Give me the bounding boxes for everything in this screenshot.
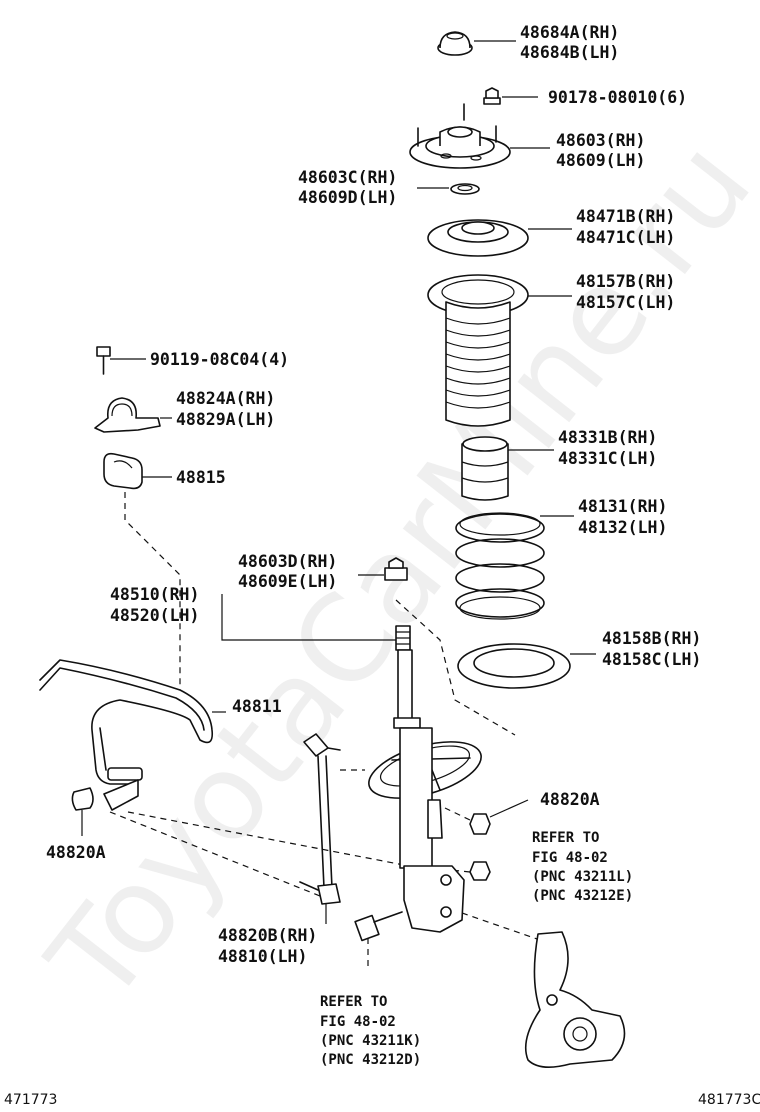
label-upper-seat-lh: 48471C(LH) (576, 228, 675, 247)
nut-top-part (483, 87, 501, 105)
label-bracket-rh: 48824A(RH) (176, 389, 275, 408)
label-nut-top: 90178-08010(6) (548, 88, 687, 107)
cap-part (437, 31, 473, 56)
refer-right-line-3: (PNC 43211L) (532, 869, 633, 885)
link-nut-left-part (71, 787, 94, 811)
label-support-lh: 48609(LH) (556, 151, 645, 170)
label-link-nut-right: 48820A (540, 790, 600, 809)
label-bearing-rh: 48603C(RH) (298, 168, 397, 187)
label-spring-rh: 48131(RH) (578, 497, 667, 516)
label-stabilizer-bar: 48811 (232, 697, 282, 716)
label-link-lh: 48810(LH) (218, 947, 307, 966)
label-link-rh: 48820B(RH) (218, 926, 317, 945)
refer-bottom-line-3: (PNC 43211K) (320, 1033, 421, 1049)
refer-note-bottom: REFER TO FIG 48-02 (PNC 43211K) (PNC 432… (320, 994, 421, 1068)
guide-lines (109, 492, 541, 970)
refer-right-line-4: (PNC 43212E) (532, 888, 633, 904)
link-nut-right-part (469, 813, 491, 835)
refer-bottom-line-2: FIG 48-02 (320, 1014, 396, 1030)
footer-right-code: 481773C (698, 1092, 760, 1108)
bearing-part (450, 183, 480, 195)
label-bearing-lh: 48609D(LH) (298, 188, 397, 207)
leader-absorber (221, 594, 396, 641)
labels: 48684A(RH) 48684B(LH) 90178-08010(6) 486… (46, 23, 701, 966)
label-bracket-lh: 48829A(LH) (176, 410, 275, 429)
spring-part (455, 512, 545, 620)
label-boot-lh: 48157C(LH) (576, 293, 675, 312)
label-lower-insulator-lh: 48158C(LH) (602, 650, 701, 669)
bolt-part (96, 346, 111, 375)
lower-insulator-part (457, 643, 571, 689)
strut-bolt-part (354, 911, 403, 942)
leader-link-nut-right (489, 799, 529, 818)
absorber-part (368, 625, 482, 933)
refer-note-right: REFER TO FIG 48-02 (PNC 43211L) (PNC 432… (532, 830, 633, 904)
support-part (409, 103, 511, 169)
label-cap-rh: 48684A(RH) (520, 23, 619, 42)
label-upper-seat-rh: 48471B(RH) (576, 207, 675, 226)
boot-part (427, 274, 529, 427)
refer-right-line-1: REFER TO (532, 830, 599, 846)
stabilizer-bar-part (39, 659, 214, 811)
footer-left-code: 471773 (4, 1092, 57, 1108)
label-link-nut-left: 48820A (46, 843, 106, 862)
bracket-part (94, 397, 161, 433)
bumper-part (461, 436, 509, 501)
label-absorber-rh: 48510(RH) (110, 585, 199, 604)
strut-nut-part (384, 557, 408, 581)
washer-part (469, 861, 491, 881)
label-bushing: 48815 (176, 468, 226, 487)
label-bumper-lh: 48331C(LH) (558, 449, 657, 468)
link-part (299, 733, 341, 905)
label-spring-lh: 48132(LH) (578, 518, 667, 537)
label-strut-nut-rh: 48603D(RH) (238, 552, 337, 571)
label-bolt: 90119-08C04(4) (150, 350, 289, 369)
label-boot-rh: 48157B(RH) (576, 272, 675, 291)
label-lower-insulator-rh: 48158B(RH) (602, 629, 701, 648)
label-support-rh: 48603(RH) (556, 131, 645, 150)
refer-bottom-line-1: REFER TO (320, 994, 387, 1010)
refer-bottom-line-4: (PNC 43212D) (320, 1052, 421, 1068)
bushing-part (103, 452, 143, 490)
label-bumper-rh: 48331B(RH) (558, 428, 657, 447)
label-absorber-lh: 48520(LH) (110, 606, 199, 625)
refer-right-line-2: FIG 48-02 (532, 850, 608, 866)
upper-seat-part (427, 219, 529, 257)
knuckle-part (524, 931, 626, 1068)
label-strut-nut-lh: 48609E(LH) (238, 572, 337, 591)
label-cap-lh: 48684B(LH) (520, 43, 619, 62)
